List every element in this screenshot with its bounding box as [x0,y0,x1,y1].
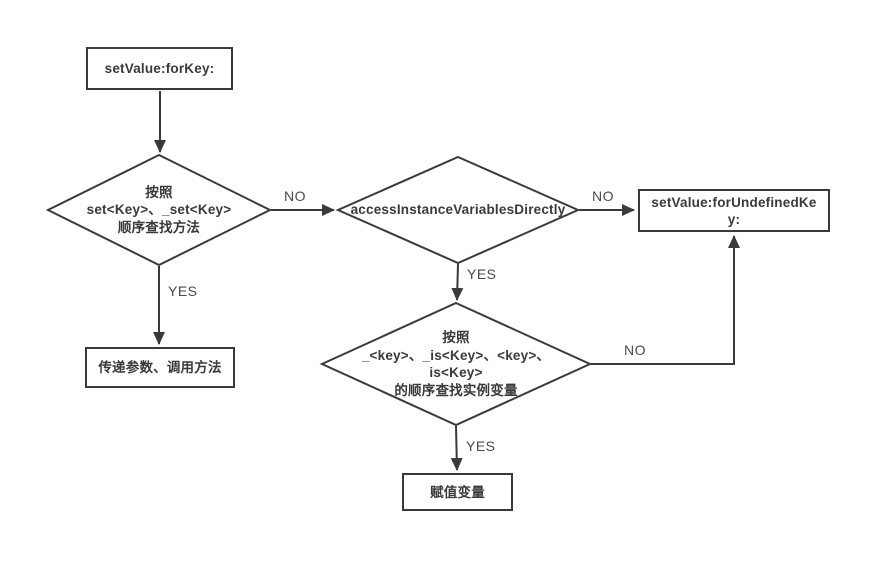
node-call-method: 传递参数、调用方法 [85,347,235,388]
node-setvalue-forundefinedkey-label: setValue:forUndefinedKey: [651,194,817,227]
edge-label-ivar-lookup-yes: YES [466,438,496,454]
node-call-method-label: 传递参数、调用方法 [98,360,222,375]
edge-label-access-check-no: NO [592,188,614,204]
node-setvalue-forundefinedkey: setValue:forUndefinedKey: [638,189,830,232]
node-assign-variable: 赋值变量 [402,473,513,511]
node-assign-variable-label: 赋值变量 [430,484,485,500]
edge-label-ivar-lookup-no: NO [624,342,646,358]
decision-method-lookup-shape [45,153,273,267]
edge-label-method-lookup-yes: YES [168,283,198,299]
decision-access-check-shape [335,155,581,265]
decision-ivar-lookup-shape [319,301,593,427]
edge-label-method-lookup-no: NO [284,188,306,204]
node-setvalue-forkey-label: setValue:forKey: [104,61,215,76]
edge-label-access-check-yes: YES [467,266,497,282]
edge-ivar-lookup-yes [450,425,463,471]
edge-ivar-lookup-no [591,235,740,365]
edge-access-check-yes [451,263,464,301]
node-setvalue-forkey: setValue:forKey: [86,47,233,90]
